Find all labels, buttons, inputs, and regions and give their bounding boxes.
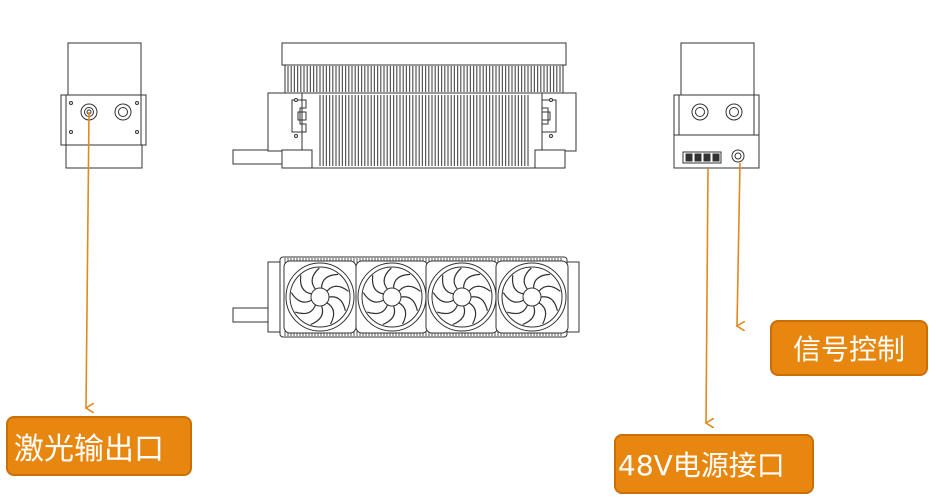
fan-icon [495,260,569,334]
laser-output-label: 激光输出口 [6,416,192,476]
side-view [232,42,577,169]
fan-view [232,256,580,338]
right-end-view [673,42,760,169]
signal-connector-icon [731,149,745,163]
power-terminal-icon [682,151,722,164]
power-port-label: 48V电源接口 [614,434,814,494]
fan-icon [283,260,357,334]
fan-icon [425,260,499,334]
arrows [86,111,740,423]
signal-control-label: 信号控制 [770,320,928,376]
fan-icon [355,260,429,334]
signal-control-arrow [737,162,740,326]
laser-output-arrow [86,111,89,408]
power-port-arrow [706,167,708,423]
left-end-view [60,42,147,169]
